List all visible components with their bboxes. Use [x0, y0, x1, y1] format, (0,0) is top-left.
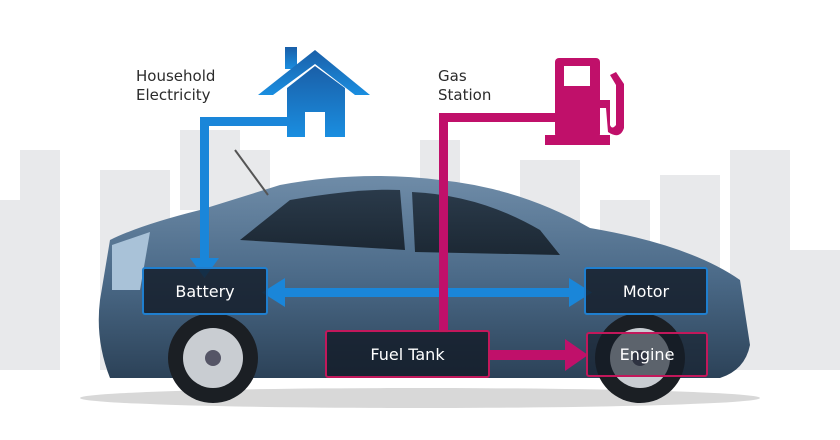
battery-box: Battery [142, 267, 268, 315]
house-icon [258, 47, 370, 137]
fuel-pump-icon [545, 58, 624, 145]
engine-box: Engine [586, 332, 708, 377]
fuel-tank-box: Fuel Tank [325, 330, 490, 378]
gas-label-line2: Station [438, 86, 492, 104]
household-label-line1: Household [136, 67, 216, 85]
fuel-flow [439, 113, 588, 371]
household-label-line2: Electricity [136, 86, 211, 104]
gas-label-line1: Gas [438, 67, 467, 85]
household-electricity-label: Household Electricity [136, 67, 215, 105]
gas-station-label: Gas Station [438, 67, 491, 105]
motor-box: Motor [584, 267, 708, 315]
car-shadow [80, 388, 760, 408]
